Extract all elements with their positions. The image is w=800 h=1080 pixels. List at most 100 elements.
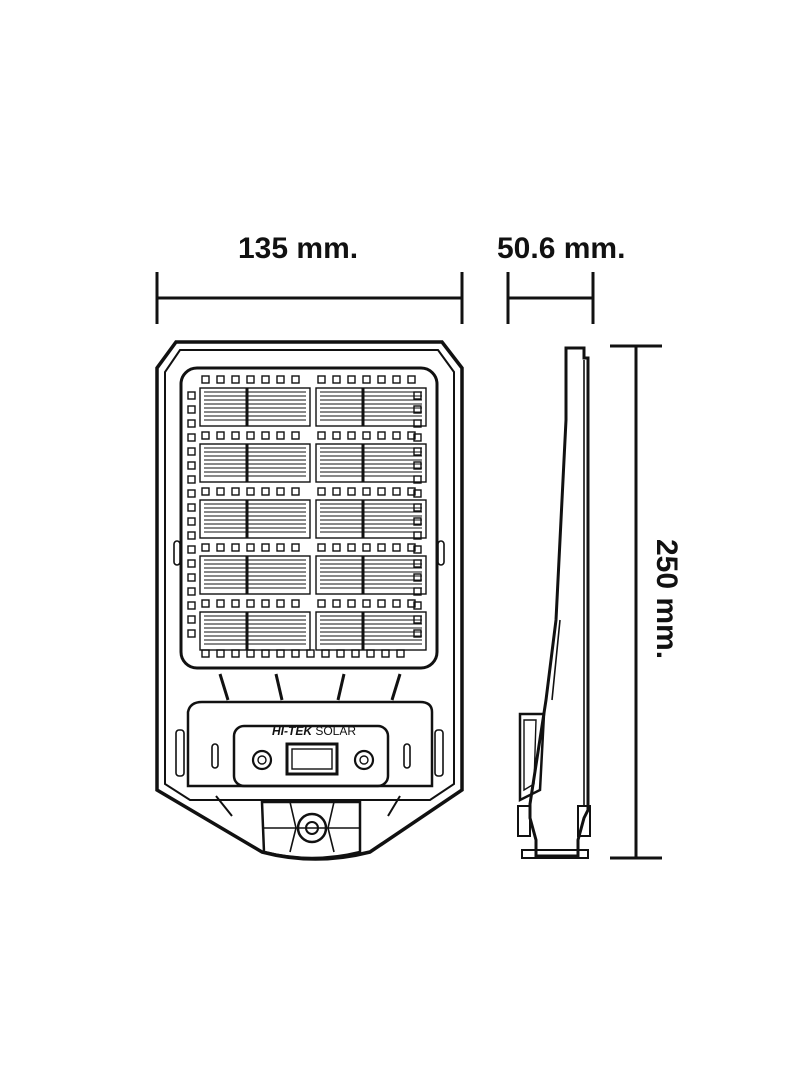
brand-logo: HI-TEK SOLAR xyxy=(272,724,356,738)
cell-contact xyxy=(291,487,300,496)
solar-cell xyxy=(199,499,311,539)
cell-contact xyxy=(291,599,300,608)
cell-contact xyxy=(377,543,386,552)
solar-cell xyxy=(199,387,311,427)
cell-contact xyxy=(317,431,326,440)
cell-contact xyxy=(231,375,240,384)
cell-contact xyxy=(231,599,240,608)
cell-contact xyxy=(291,543,300,552)
cell-contact xyxy=(407,599,416,608)
cell-contact xyxy=(377,431,386,440)
cell-contact xyxy=(291,431,300,440)
cell-contact xyxy=(276,599,285,608)
cell-contact xyxy=(347,599,356,608)
cell-contact xyxy=(377,487,386,496)
solar-cell xyxy=(199,555,311,595)
cell-contact xyxy=(216,431,225,440)
cell-contact xyxy=(216,599,225,608)
cell-contact xyxy=(246,375,255,384)
front-view xyxy=(155,340,464,861)
solar-cell xyxy=(315,555,427,595)
mounting-bracket-icon xyxy=(260,800,362,860)
cell-contact xyxy=(201,375,210,384)
cell-contact xyxy=(246,599,255,608)
solar-cell xyxy=(199,443,311,483)
side-bracket xyxy=(518,712,546,803)
cell-contact xyxy=(261,487,270,496)
cell-contact xyxy=(317,487,326,496)
cell-contact xyxy=(246,487,255,496)
control-panel xyxy=(232,724,390,788)
cell-contact xyxy=(377,599,386,608)
cell-contact xyxy=(347,375,356,384)
cell-contact xyxy=(407,431,416,440)
housing-inner-outline xyxy=(164,349,455,801)
cell-contact xyxy=(332,599,341,608)
cell-contact xyxy=(261,543,270,552)
solar-cell xyxy=(315,387,427,427)
cell-contact xyxy=(261,599,270,608)
cell-contact xyxy=(246,543,255,552)
brand-name-bold: HI-TEK xyxy=(272,724,312,738)
cell-contact xyxy=(261,431,270,440)
cell-contact xyxy=(377,375,386,384)
cell-contact xyxy=(362,375,371,384)
cell-contact xyxy=(276,431,285,440)
solar-panel-icon xyxy=(179,366,439,670)
cell-contact xyxy=(201,543,210,552)
cell-contact xyxy=(201,431,210,440)
cell-contact xyxy=(392,543,401,552)
cell-contact xyxy=(392,375,401,384)
cell-contact xyxy=(347,543,356,552)
cell-contact xyxy=(362,543,371,552)
display-screen-icon xyxy=(285,742,339,776)
cell-contact xyxy=(347,487,356,496)
cell-contact xyxy=(291,375,300,384)
side-view xyxy=(517,346,591,859)
cell-contact xyxy=(276,487,285,496)
cell-contact xyxy=(407,487,416,496)
height-dimension-line xyxy=(610,344,662,860)
cell-contact xyxy=(362,431,371,440)
cell-contact xyxy=(317,543,326,552)
cell-contact xyxy=(317,599,326,608)
cell-contact xyxy=(231,543,240,552)
cell-contact xyxy=(392,431,401,440)
solar-cell xyxy=(199,611,311,651)
side-profile xyxy=(528,346,590,858)
cell-contact xyxy=(332,487,341,496)
cell-contact xyxy=(201,599,210,608)
cell-contact xyxy=(332,431,341,440)
cell-contact xyxy=(216,487,225,496)
solar-cell xyxy=(315,499,427,539)
cell-contact xyxy=(276,543,285,552)
cell-contact xyxy=(231,431,240,440)
cell-contact xyxy=(246,431,255,440)
cell-contact xyxy=(392,487,401,496)
cell-contact xyxy=(317,375,326,384)
cell-contact xyxy=(392,599,401,608)
cell-contact xyxy=(407,543,416,552)
cell-contact xyxy=(332,375,341,384)
cell-contact xyxy=(216,543,225,552)
depth-label: 50.6 mm. xyxy=(497,232,626,265)
cell-contact xyxy=(231,487,240,496)
width-label: 135 mm. xyxy=(238,232,359,265)
cell-contact xyxy=(261,375,270,384)
solar-cells xyxy=(187,375,427,658)
solar-cell xyxy=(315,443,427,483)
cell-contact xyxy=(407,375,416,384)
cell-contact xyxy=(276,375,285,384)
cell-contact xyxy=(362,599,371,608)
cell-contact xyxy=(362,487,371,496)
width-dimension-line xyxy=(155,272,464,324)
brand-name-regular: SOLAR xyxy=(315,724,357,738)
cell-contact xyxy=(332,543,341,552)
control-box xyxy=(186,700,434,788)
cell-contact xyxy=(347,431,356,440)
cell-contact xyxy=(201,487,210,496)
height-label: 250 mm. xyxy=(650,538,683,660)
depth-dimension-line xyxy=(506,272,595,324)
cell-contact xyxy=(216,375,225,384)
